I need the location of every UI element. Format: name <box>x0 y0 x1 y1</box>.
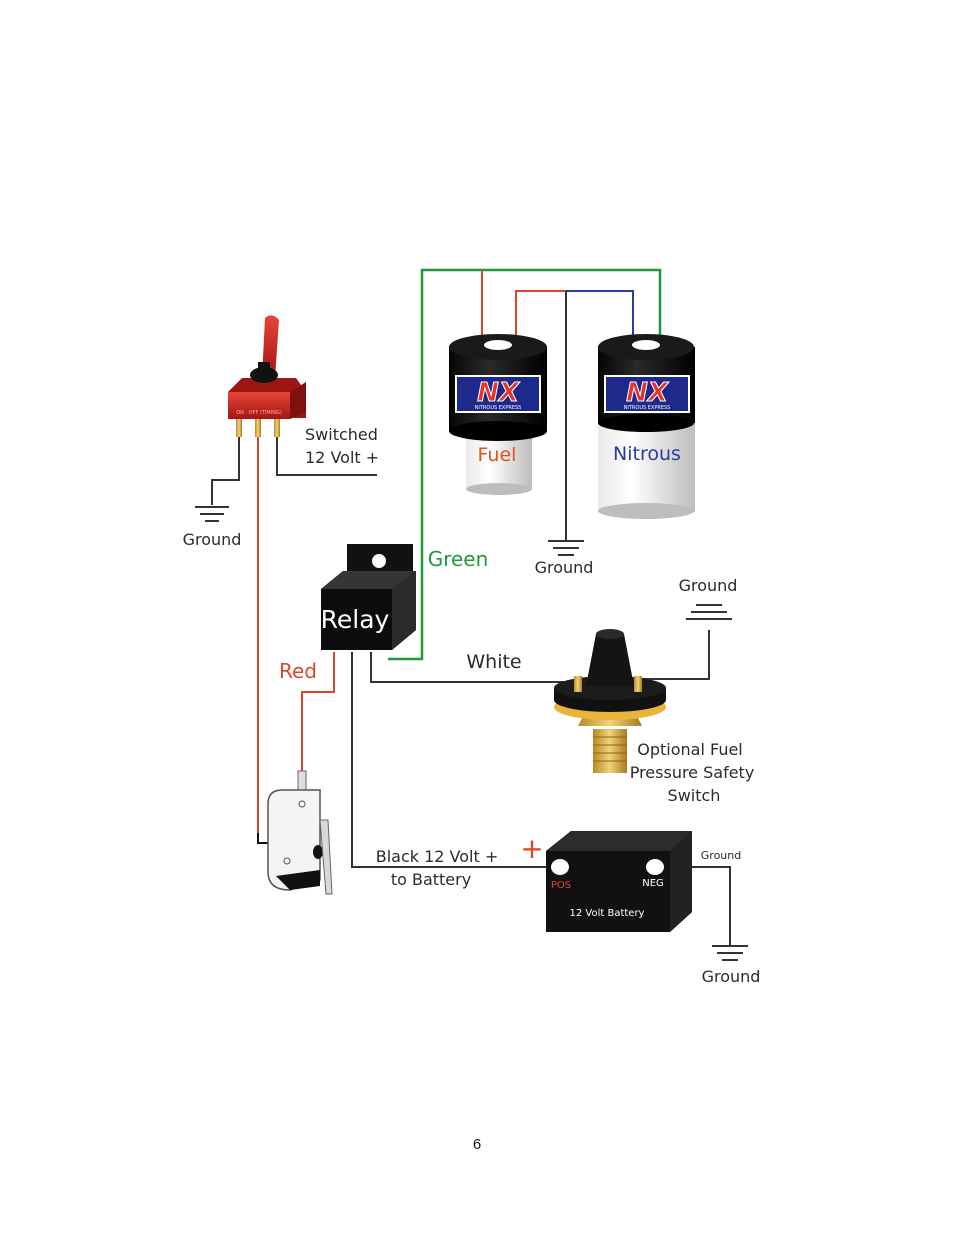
switched-label-1: Switched <box>305 425 378 444</box>
ground-label-battery: Ground <box>702 967 761 986</box>
ground-symbol-solenoid <box>548 540 584 556</box>
fuel-pressure-switch <box>554 629 666 773</box>
relay-red-wire <box>301 652 335 773</box>
ground-symbol-pressure <box>686 604 732 620</box>
optional-label-3: Switch <box>668 786 721 805</box>
green-label: Green <box>428 547 489 571</box>
ground-label-battery-small: Ground <box>701 849 741 862</box>
battery: POS NEG 12 Volt Battery <box>546 831 692 932</box>
relay-black-wire <box>351 652 553 868</box>
ground-label-switch: Ground <box>183 530 242 549</box>
svg-text:NX: NX <box>477 378 521 408</box>
microswitch-lead <box>257 833 268 844</box>
black-label-2: to Battery <box>391 870 471 889</box>
optional-label-1: Optional Fuel <box>637 740 743 759</box>
battery-pos-label: POS <box>551 880 571 891</box>
svg-text:NITROUS EXPRESS: NITROUS EXPRESS <box>624 405 671 411</box>
fuel-label: Fuel <box>478 444 517 466</box>
relay-label: Relay <box>321 605 390 634</box>
nitrous-label: Nitrous <box>613 443 681 465</box>
battery-neg-label: NEG <box>642 878 664 889</box>
switch-ground-wire <box>211 437 240 505</box>
ground-label-pressure: Ground <box>679 576 738 595</box>
green-wire <box>388 268 662 661</box>
fuel-red-wire-right <box>515 290 566 335</box>
red-label: Red <box>279 659 317 683</box>
nitrous-blue-wire <box>566 290 634 335</box>
microswitch <box>267 770 333 895</box>
switched-label-2: 12 Volt + <box>305 448 379 467</box>
fuel-solenoid: NX NITROUS EXPRESS Fuel <box>449 334 547 495</box>
nitrous-solenoid: NX NITROUS EXPRESS Nitrous <box>598 334 695 519</box>
page-number: 6 <box>472 1136 482 1153</box>
ground-symbol-battery <box>712 945 748 961</box>
switched-12v-wire <box>276 437 377 476</box>
ground-symbol-switch <box>195 506 229 522</box>
plus-sign: + <box>520 832 543 865</box>
optional-label-2: Pressure Safety <box>630 763 755 782</box>
svg-text:NITROUS EXPRESS: NITROUS EXPRESS <box>475 405 522 411</box>
white-label: White <box>466 651 521 673</box>
black-label-1: Black 12 Volt + <box>376 847 499 866</box>
ground-label-solenoid: Ground <box>535 558 594 577</box>
battery-label: 12 Volt Battery <box>570 908 645 919</box>
relay-white-wire <box>370 652 574 683</box>
svg-text:ON · OFF (TIMING): ON · OFF (TIMING) <box>236 410 282 416</box>
svg-text:NX: NX <box>626 378 670 408</box>
toggle-switch: ON · OFF (TIMING) <box>228 315 306 437</box>
pressure-ground-wire <box>640 630 710 680</box>
relay: Relay <box>321 544 416 650</box>
